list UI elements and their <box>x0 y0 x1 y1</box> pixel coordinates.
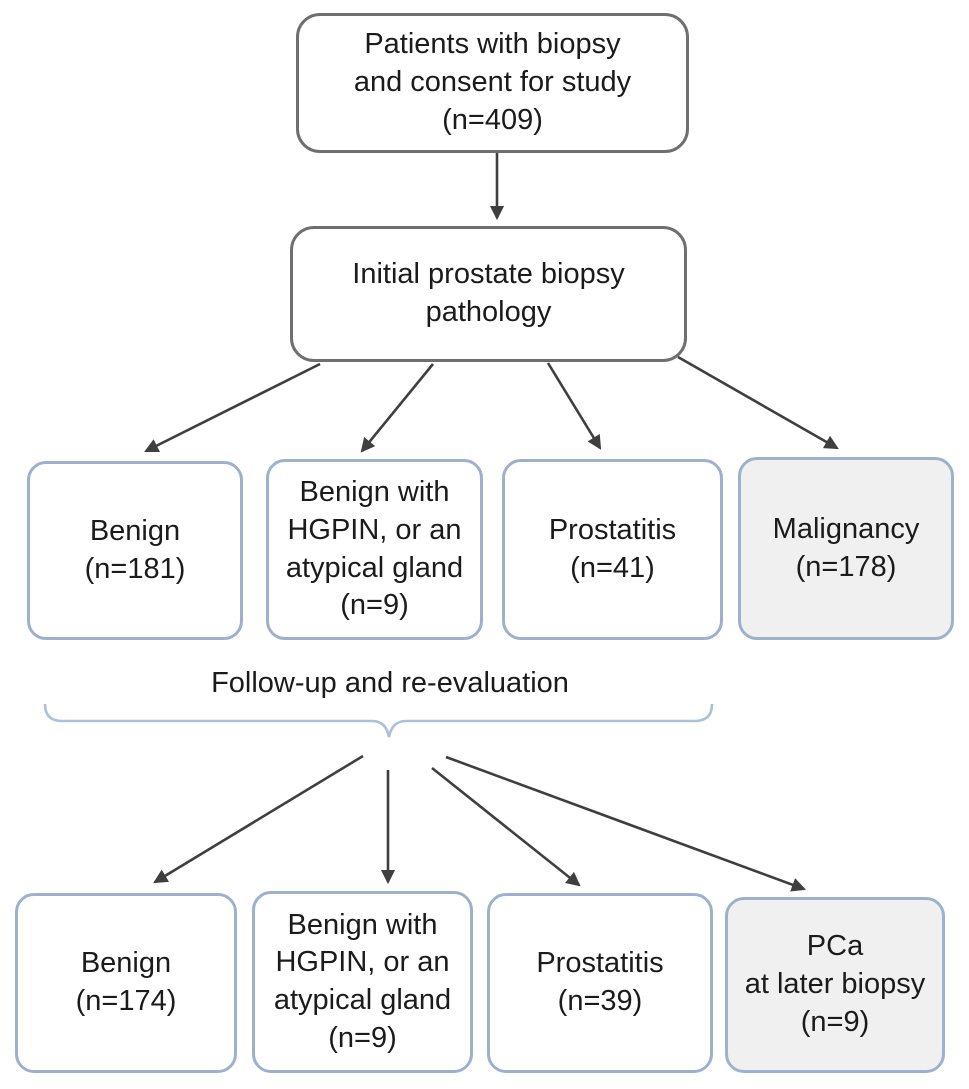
node-pca-later-biopsy: PCa at later biopsy (n=9) <box>725 897 945 1073</box>
arrow-pathology-to-prostatitis-initial <box>546 362 602 450</box>
arrow-followup-to-pca <box>445 755 807 892</box>
arrow-pathology-to-malignancy <box>677 355 839 450</box>
arrow-followup-to-benign-followup <box>153 754 364 884</box>
followup-brace <box>43 703 714 738</box>
node-benign-followup: Benign (n=174) <box>15 893 237 1073</box>
node-benign-initial: Benign (n=181) <box>27 461 243 640</box>
arrow-followup-to-prostatitis-followup <box>431 766 581 887</box>
node-prostatitis-followup: Prostatitis (n=39) <box>487 893 713 1073</box>
arrow-pathology-to-hgpin-initial <box>360 363 435 453</box>
followup-label: Follow-up and re-evaluation <box>211 667 569 699</box>
node-patients: Patients with biopsy and consent for stu… <box>296 13 689 153</box>
node-malignancy: Malignancy (n=178) <box>738 457 954 640</box>
arrow-pathology-to-benign-initial <box>144 362 321 453</box>
node-hgpin-followup: Benign with HGPIN, or an atypical gland … <box>252 891 473 1073</box>
node-prostatitis-initial: Prostatitis (n=41) <box>502 459 723 640</box>
node-initial-pathology: Initial prostate biopsy pathology <box>290 226 687 362</box>
node-hgpin-initial: Benign with HGPIN, or an atypical gland … <box>266 459 483 640</box>
